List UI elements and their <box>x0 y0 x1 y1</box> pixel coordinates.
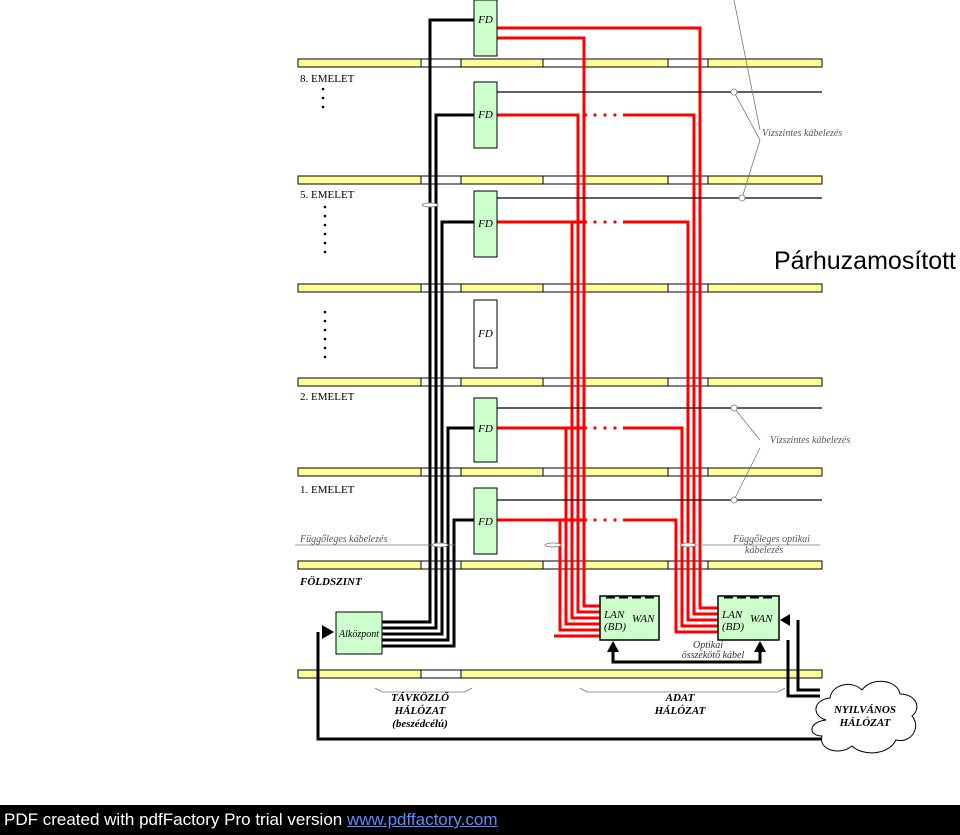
fd-label: FD <box>477 423 493 435</box>
fd-label: FD <box>477 109 493 121</box>
public-network-label-2: HÁLÓZAT <box>839 717 892 729</box>
network-labels: TÁVKÖZLŐ HÁLÓZAT (beszédcélú) ADAT HÁLÓZ… <box>391 691 707 730</box>
telecom-label-1: TÁVKÖZLŐ <box>391 691 449 704</box>
optical-link-label-1: Optikai <box>693 640 723 651</box>
arrow-left-wan <box>780 614 790 626</box>
vertical-optical-label-2: kábelezés <box>745 545 783 556</box>
bd-label: (BD) <box>722 621 744 633</box>
arrow-right-pbx <box>322 625 334 639</box>
fd-box-f8 <box>473 0 498 57</box>
vertical-optical-label-1: Függőleges optikai <box>732 534 810 545</box>
fd-label: FD <box>477 218 493 230</box>
arrow-up-left <box>607 641 619 652</box>
fd-labels: FD FD FD FD FD FD <box>477 14 493 528</box>
public-network-label-1: NYILVÁNOS <box>833 704 896 716</box>
continuation-dots <box>593 113 617 522</box>
optical-interconnect <box>611 643 762 664</box>
network-brackets <box>374 687 786 693</box>
floor-labels: 8. EMELET 5. EMELET 2. EMELET 1. EMELET … <box>299 73 363 588</box>
wan-label: WAN <box>632 613 655 625</box>
fiber-stubs <box>560 113 587 522</box>
fd-box-f5 <box>473 190 498 258</box>
floor-label-8: 8. EMELET <box>300 73 355 85</box>
floor-label-5: 5. EMELET <box>300 189 355 201</box>
fd-label: FD <box>477 14 493 26</box>
floor-label-ground: FÖLDSZINT <box>299 575 363 588</box>
vertical-cabling-label: Függőleges kábelezés <box>299 534 388 545</box>
floor-label-1: 1. EMELET <box>300 484 355 496</box>
fiber-risers-left <box>497 36 600 638</box>
pdf-footer-banner: PDF created with pdfFactory Pro trial ve… <box>0 805 960 835</box>
data-network-label-1: ADAT <box>665 692 696 704</box>
lan-label: LAN <box>603 609 625 621</box>
footer-text: PDF created with pdfFactory Pro trial ve… <box>4 810 347 829</box>
fd-box-f3 <box>473 299 498 369</box>
cable-markers <box>421 88 746 548</box>
floor-ellipsis-dots <box>321 87 327 359</box>
diagram-title: Párhuzamosított <box>774 247 956 275</box>
fd-box-f6 <box>473 81 498 149</box>
fd-box-f2 <box>473 397 498 463</box>
wan-uplink <box>786 620 820 698</box>
horizontal-cabling <box>497 91 822 501</box>
fd-boxes <box>473 0 498 555</box>
data-network-label-2: HÁLÓZAT <box>654 705 707 717</box>
wan-label: WAN <box>750 613 773 625</box>
telecom-loop <box>316 632 835 741</box>
lan-label: LAN <box>721 609 743 621</box>
floor-label-2: 2. EMELET <box>300 391 355 403</box>
telecom-label-3: (beszédcélú) <box>392 718 448 730</box>
fd-label: FD <box>477 328 493 340</box>
bd-label: (BD) <box>604 621 626 633</box>
horizontal-cabling-label-lower: Vízszintes kábelezés <box>770 435 850 446</box>
lan-wan-box-1: LAN (BD) WAN <box>599 595 660 641</box>
leader-lines <box>295 0 820 546</box>
optical-link-label-2: összekötő kábel <box>682 650 745 661</box>
public-network-cloud <box>811 680 918 754</box>
telecom-label-2: HÁLÓZAT <box>394 705 447 717</box>
public-network-labels: NYILVÁNOS HÁLÓZAT <box>833 704 896 729</box>
fd-label: FD <box>477 516 493 528</box>
annotation-labels: Vízszintes kábelezés Vízszintes kábelezé… <box>299 128 850 556</box>
pbx-label: Alközpont <box>338 629 379 640</box>
horizontal-cabling-label-top: Vízszintes kábelezés <box>762 128 842 139</box>
floor-slab-ground <box>297 669 823 679</box>
lan-wan-box-2: LAN (BD) WAN <box>717 595 780 641</box>
footer-link[interactable]: www.pdffactory.com <box>346 810 498 829</box>
fd-box-f1 <box>473 487 498 555</box>
fiber-risers-right <box>497 26 718 634</box>
pbx-box <box>335 611 383 655</box>
arrow-up-right <box>754 641 766 652</box>
copper-risers <box>382 18 474 648</box>
